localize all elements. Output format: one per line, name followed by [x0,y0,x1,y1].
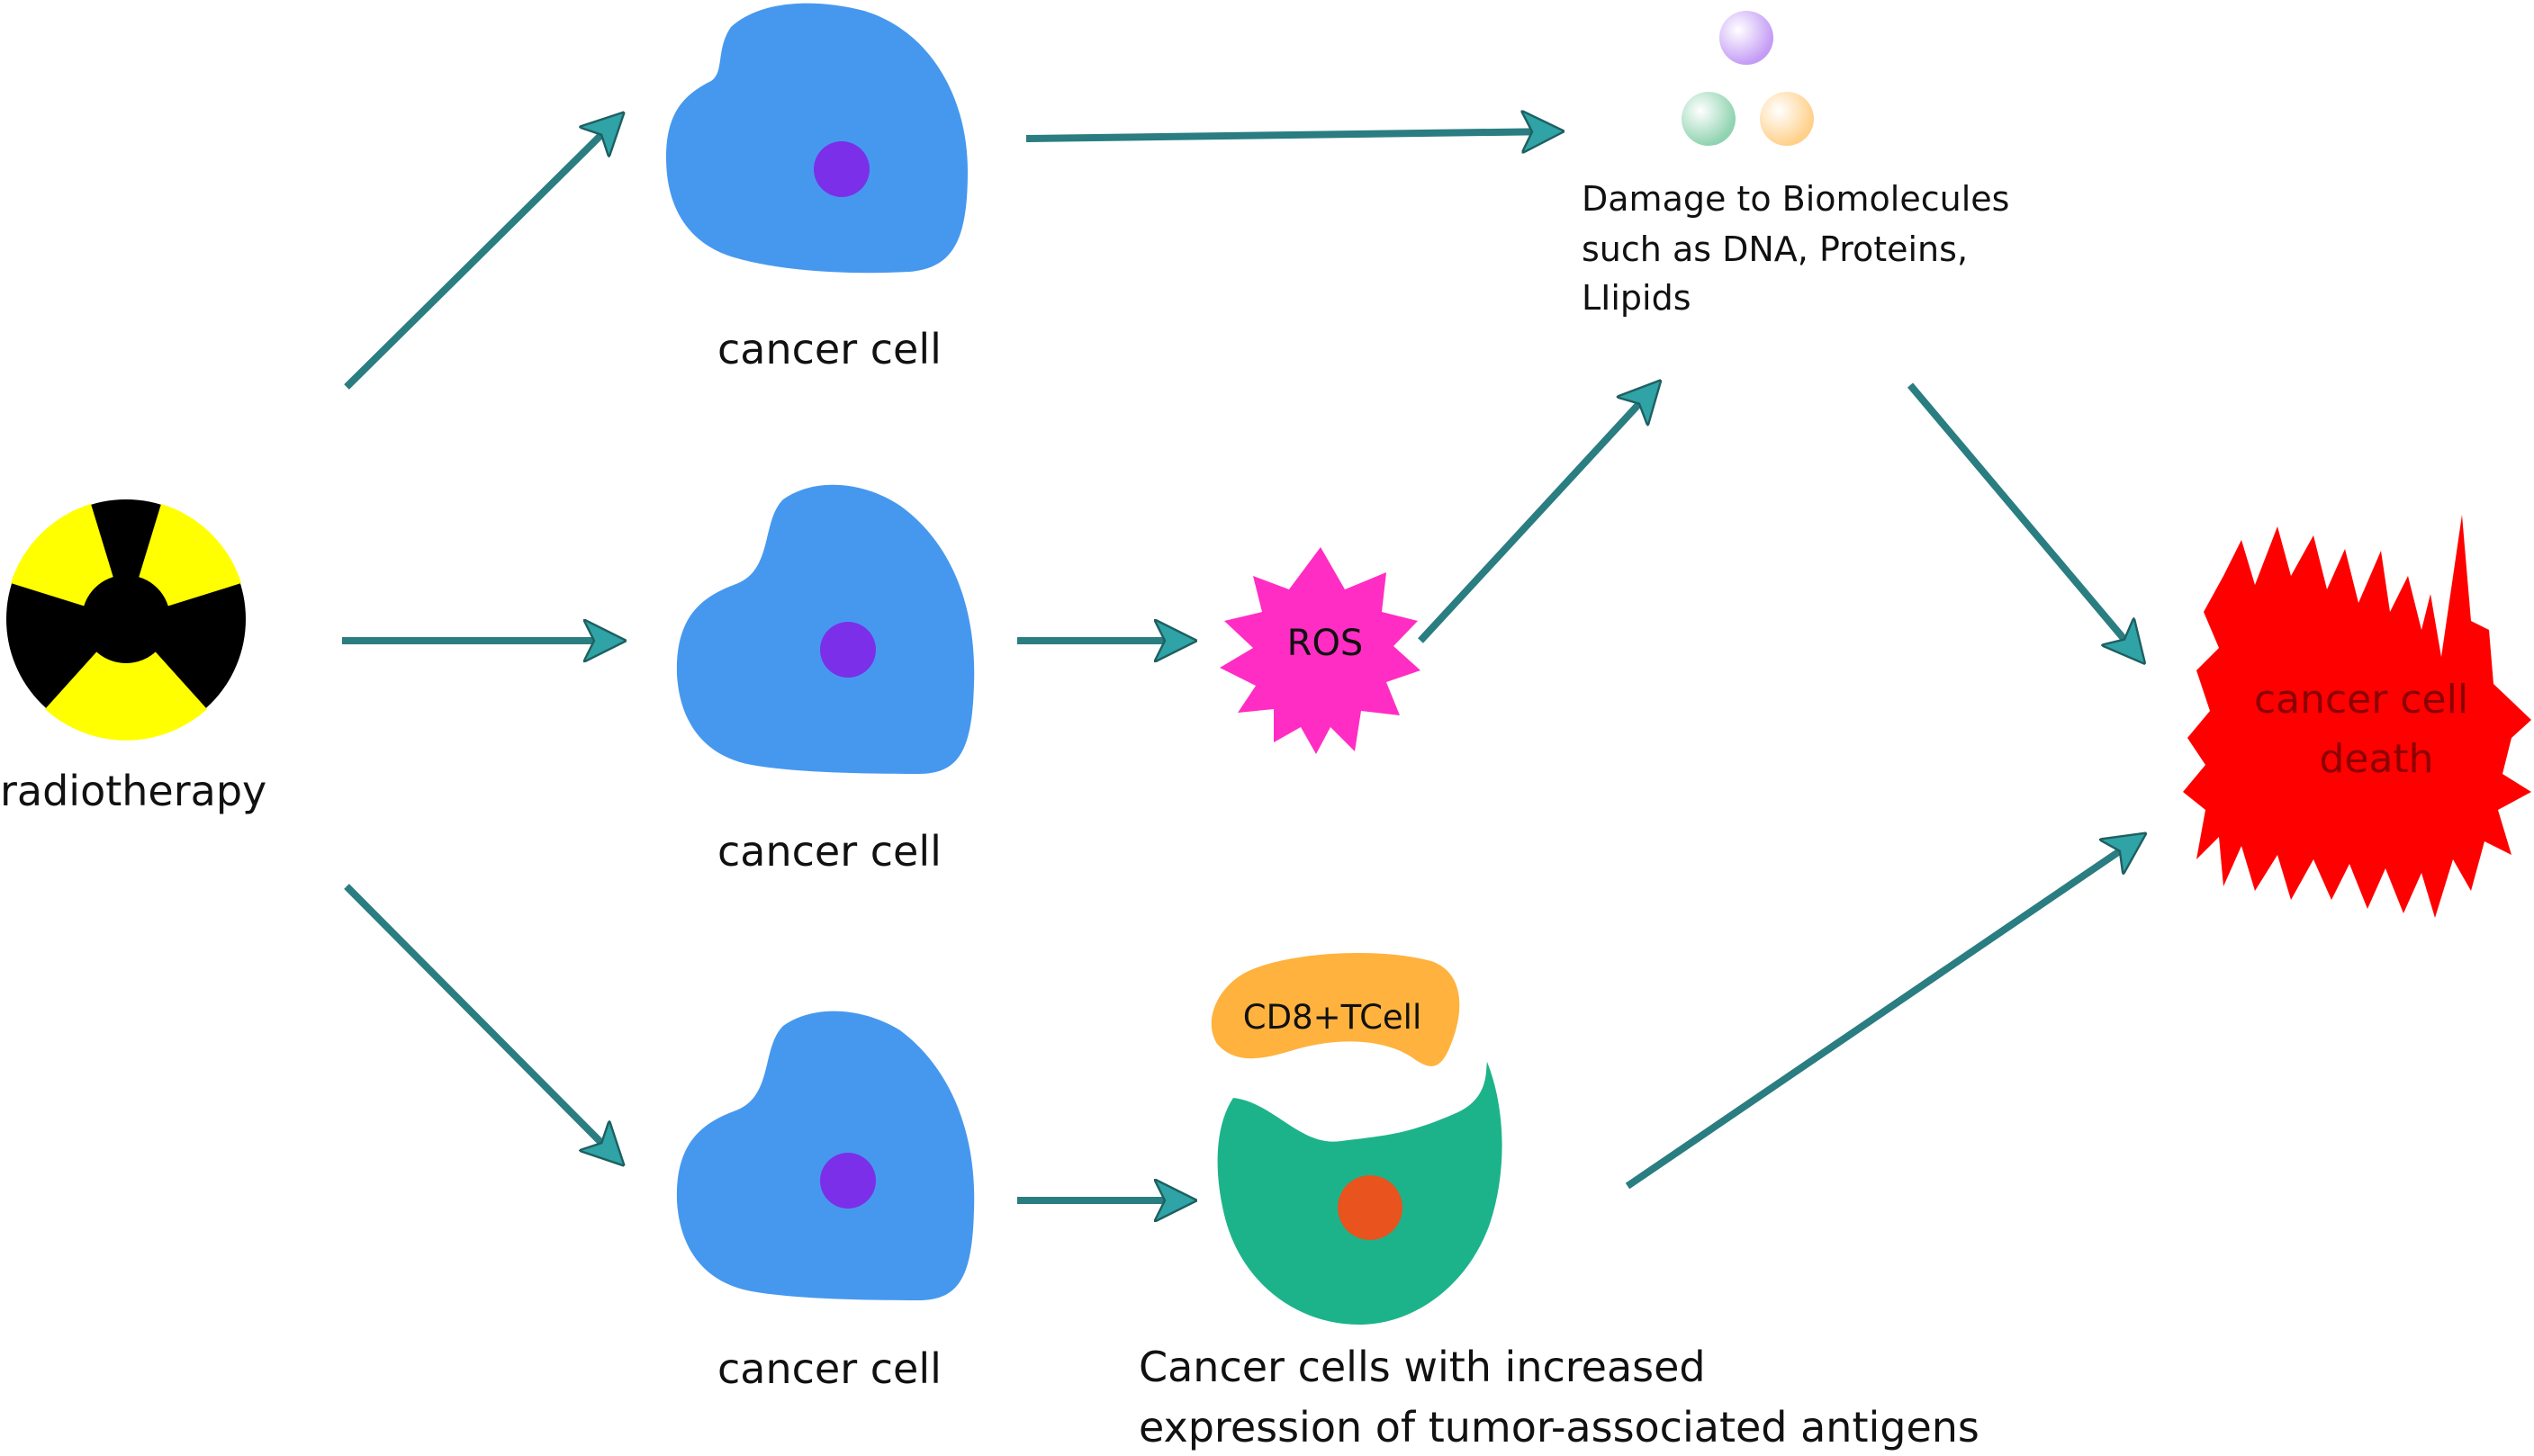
cell-body [676,1011,975,1300]
biomolecules-icon [1682,11,1814,146]
t-cell-label: CD8+TCell [1243,998,1421,1037]
cell-death-icon [2183,515,2531,918]
antigen-cell-nucleus [1338,1175,1402,1240]
arrow-biomolecules-to-death [1907,382,2141,659]
radiation-icon [6,499,246,741]
arrow-ros-to-biomolecules [1418,385,1656,643]
ros-burst-icon [1220,547,1420,754]
biomolecule-sphere [1719,11,1773,65]
radiation-blade [45,619,207,741]
radiotherapy-label: radiotherapy [0,767,266,815]
cancer-cell-label-3: cancer cell [717,1344,942,1393]
cell-nucleus [820,1153,876,1209]
cancer-cell-icon [676,1011,975,1300]
radiation-hub [82,575,170,663]
arrow-antigen-cell-to-death [1625,837,2141,1190]
arrow-radio-to-cell3 [344,884,619,1161]
t-cell-icon [1211,952,1460,1066]
antigen-cell-icon [1217,1062,1502,1325]
biomolecule-sphere [1760,92,1814,146]
cancer-cell-icon [676,484,975,774]
cell-nucleus [820,622,876,678]
arrow-cell1-to-biomolecules [1025,131,1557,139]
cell-body [666,3,968,274]
biomolecules-label: Damage to Biomolecules such as DNA, Prot… [1582,179,2021,318]
cancer-cell-label-1: cancer cell [717,325,942,373]
t-cell-body [1211,952,1460,1066]
cancer-cell-icon [666,3,968,274]
ros-label: ROS [1287,623,1364,664]
cancer-cell-label-2: cancer cell [717,827,942,876]
biomolecule-sphere [1682,92,1736,146]
arrows [342,117,2141,1200]
cell-death-blob [2183,515,2531,918]
arrow-radio-to-cell1 [344,117,619,390]
cell-death-label: cancer cell death [2254,677,2481,782]
ros-burst [1220,547,1420,754]
antigen-cell-label: Cancer cells with increased expression o… [1139,1343,1979,1452]
cell-body [676,484,975,774]
cell-nucleus [814,141,870,197]
